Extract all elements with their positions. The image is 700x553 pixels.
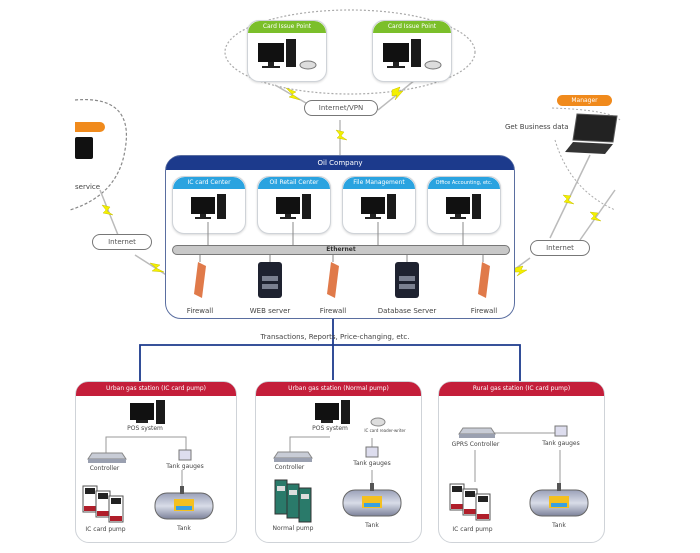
card-reader-icon [299,60,317,70]
controller-label: GPRS Controller [451,441,500,448]
department-card: Office Accounting, etc. [427,176,501,234]
node-label: Firewall [186,307,214,315]
internet-cloud-right: Internet [530,240,590,256]
node-label: Database Server [377,307,437,315]
desktop-computer-icon [191,194,226,219]
lightning-icon [589,211,602,222]
node-label: Firewall [470,307,498,315]
card-issue-point: Card Issue Point [372,20,452,82]
lightning-icon [391,86,404,101]
desktop-computer-icon [276,194,311,219]
firewall-icon [194,262,206,298]
node-label: WEB server [249,307,291,315]
pos-label: POS system [127,425,163,432]
lightning-icon [514,265,528,277]
server-icon [258,262,282,298]
station-rural-ic: Rural gas station (IC card pump) [438,381,605,543]
gauges-label: Tank gauges [166,463,204,470]
card-reader-label: IC card reader-writer [364,428,406,433]
department-header: File Management [343,177,415,189]
station-header: Rural gas station (IC card pump) [439,382,604,396]
department-header: IC card Center [173,177,245,189]
lightning-icon [335,129,348,141]
card-issue-point-header: Card Issue Point [248,21,326,33]
ethernet-bus: Ethernet [172,245,510,255]
department-header: Oil Retail Center [258,177,330,189]
gauges-label: Tank gauges [542,440,580,447]
oil-company-title: Oil Company [166,156,514,170]
desktop-computer-icon [383,39,442,70]
tank-label: Tank [365,522,379,529]
gauges-label: Tank gauges [353,460,391,467]
department-header: Office Accounting, etc. [428,177,500,189]
laptop-icon [565,113,618,154]
card-reader-icon [424,60,442,70]
desktop-computer-icon [446,194,481,219]
oil-company-box: Oil Company [165,155,515,319]
left-group-arc [69,98,127,211]
card-issue-point: Card Issue Point [247,20,327,82]
station-header: Urban gas station (Normal pump) [256,382,421,396]
lightning-icon [101,204,114,216]
lightning-icon [562,194,575,205]
pump-label: IC card pump [452,526,493,533]
controller-label: Controller [89,465,120,472]
tank-label: Tank [552,522,566,529]
server-icon [395,262,419,298]
department-card: IC card Center [172,176,246,234]
controller-label: Controller [274,464,305,471]
department-card: File Management [342,176,416,234]
internet-cloud-left: Internet [92,234,152,250]
internet-vpn-cloud: Internet/VPN [304,100,378,116]
card-issue-point-header: Card Issue Point [373,21,451,33]
pos-label: POS system [312,425,348,432]
desktop-computer-icon [361,194,396,219]
manager-header: Manager [557,95,612,106]
lightning-icon [285,87,301,101]
manager-caption: Get Business data [505,123,569,131]
department-card: Oil Retail Center [257,176,331,234]
station-header: Urban gas station (IC card pump) [76,382,236,396]
node-label: Firewall [319,307,347,315]
firewall-icon [478,262,490,298]
pump-label: IC card pump [85,526,126,533]
tank-label: Tank [177,525,191,532]
station-urban-ic: Urban gas station (IC card pump) [75,381,237,543]
pump-label: Normal pump [272,525,314,532]
lightning-icon [149,262,165,273]
link-caption: Transactions, Reports, Price-changing, e… [260,333,410,341]
monitor-icon [75,137,93,159]
card-issue-group-ellipse [224,9,476,95]
left-party-header [75,122,105,132]
desktop-computer-icon [258,39,317,70]
firewall-icon [327,262,339,298]
left-party-caption: service [75,183,101,191]
